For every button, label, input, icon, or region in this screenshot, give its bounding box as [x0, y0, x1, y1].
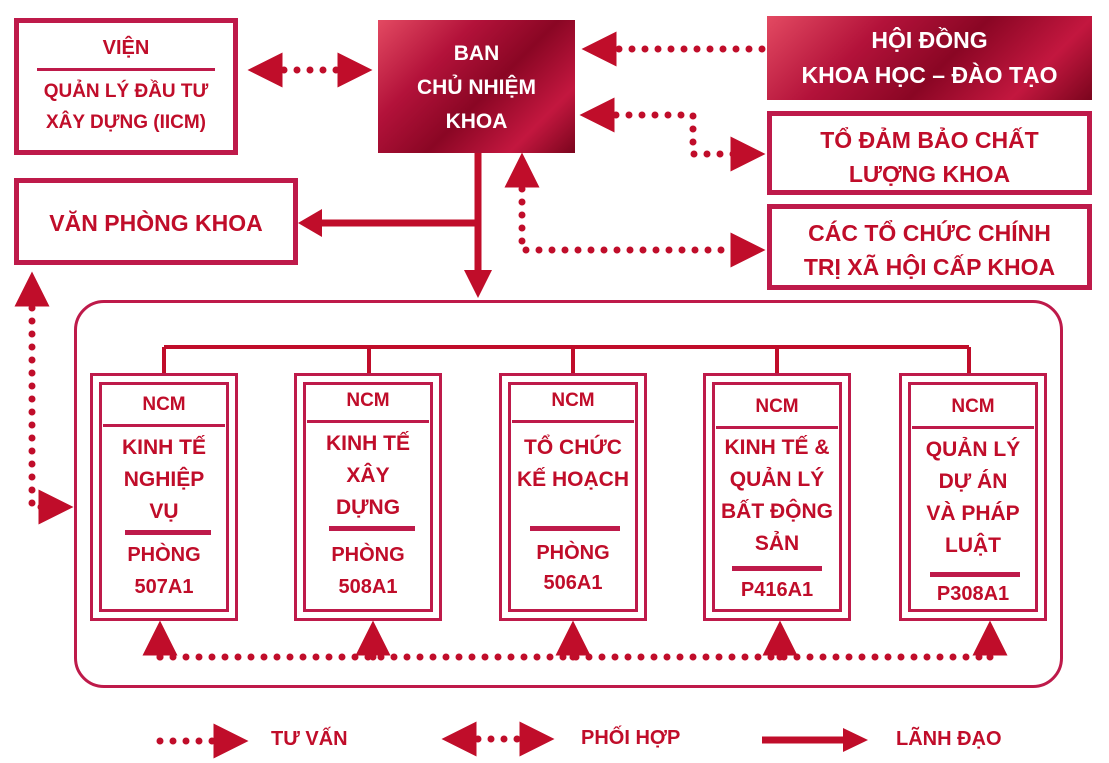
ncm-label: NCM: [551, 390, 595, 411]
ncm-name-line: XÂY: [346, 464, 390, 487]
ncm-name-line: LUẬT: [945, 534, 1001, 557]
ncm-name-line: BẤT ĐỘNG: [721, 500, 833, 523]
ncm-name-line: NGHIỆP: [123, 468, 205, 491]
ncm-box-3: NCM TỔ CHỨC KẾ HOẠCH PHÒNG 506A1: [499, 373, 647, 621]
hoidong-line2: KHOA HỌC – ĐÀO TẠO: [801, 62, 1058, 88]
hoidong-line1: HỘI ĐỒNG: [871, 27, 988, 53]
ncm-name-line: KINH TẾ: [326, 432, 410, 455]
legend-tuvan-label: TƯ VẤN: [271, 728, 348, 750]
ncm-room-divider: [329, 526, 415, 531]
ncm-label: NCM: [951, 396, 995, 417]
ncm-name-line: VÀ PHÁP: [926, 502, 1020, 525]
ncm-name-line: QUẢN LÝ: [729, 468, 825, 491]
ncm-name-line: QUẢN LÝ: [925, 438, 1021, 461]
ncm-room-line: 508A1: [338, 576, 398, 598]
ncm-box-5: NCM QUẢN LÝ DỰ ÁN VÀ PHÁP LUẬT P308A1: [899, 373, 1047, 621]
cactochuc-line2: TRỊ XÃ HỘI CẤP KHOA: [803, 254, 1056, 280]
ncm-room-line: PHÒNG: [331, 544, 405, 566]
ncm-name-line: SẢN: [754, 532, 800, 555]
todambao-line2: LƯỢNG KHOA: [848, 161, 1011, 187]
ncm-room-line: 506A1: [543, 572, 603, 594]
legend-lanhdao-arrowhead: [843, 728, 868, 752]
ncm-divider: [912, 426, 1034, 429]
ncm-room-line: P308A1: [936, 583, 1010, 605]
ban-line2: CHỦ NHIỆM: [417, 76, 536, 99]
ncm-room-line: P416A1: [740, 579, 814, 601]
legend-lanhdao-label: LÃNH ĐẠO: [896, 728, 1002, 750]
ncm-name-line: DỰ ÁN: [938, 470, 1008, 493]
ban-vanphong-arrowhead: [298, 209, 322, 237]
ncm-label: NCM: [346, 390, 390, 411]
ncm-divider: [307, 420, 429, 423]
vien-box: VIỆN QUẢN LÝ ĐẦU TƯ XÂY DỰNG (IICM): [14, 18, 238, 155]
hoi-dong-box: HỘI ĐỒNG KHOA HỌC – ĐÀO TẠO: [767, 16, 1092, 100]
ncm-room-line: PHÒNG: [536, 542, 610, 564]
vien-title: VIỆN: [102, 37, 150, 59]
ncm-label: NCM: [755, 396, 799, 417]
vien-divider: [37, 68, 215, 71]
ncm-room-line: PHÒNG: [127, 544, 201, 566]
vien-line1: QUẢN LÝ ĐẦU TƯ: [43, 81, 209, 102]
ncm-box-1: NCM KINH TẾ NGHIỆP VỤ PHÒNG 507A1: [90, 373, 238, 621]
cactochuc-line1: CÁC TỔ CHỨC CHÍNH: [808, 220, 1051, 246]
ncm-box-4: NCM KINH TẾ & QUẢN LÝ BẤT ĐỘNG SẢN P416A…: [703, 373, 851, 621]
legend-phoihop-label: PHỐI HỢP: [581, 727, 681, 749]
ncm-group-container: [74, 300, 1063, 688]
vanphong-container-dotted-arrow: [14, 271, 74, 525]
ncm-name-line: TỔ CHỨC: [524, 436, 622, 459]
ncm-divider: [512, 420, 634, 423]
to-dam-bao-box: TỔ ĐẢM BẢO CHẤT LƯỢNG KHOA: [767, 111, 1092, 195]
ncm-name-line: KINH TẾ &: [724, 436, 830, 459]
ban-chu-nhiem-box: BAN CHỦ NHIỆM KHOA: [378, 20, 575, 153]
ncm-room-divider: [732, 566, 822, 571]
ncm-name-line: VỤ: [149, 500, 179, 523]
ncm-label: NCM: [142, 394, 186, 415]
ncm-divider: [103, 424, 225, 427]
vien-line2: XÂY DỰNG (IICM): [45, 112, 207, 133]
ncm-name-line: KINH TẾ: [122, 436, 206, 459]
ban-todambao-dotted-arrow: [579, 97, 766, 172]
ban-line1: BAN: [453, 42, 500, 65]
van-phong-khoa-box: VĂN PHÒNG KHOA: [14, 178, 298, 265]
ban-line3: KHOA: [445, 110, 508, 133]
ban-down-arrowhead: [464, 270, 492, 298]
ncm-name-line: DỰNG: [335, 496, 401, 519]
ncm-name-line: KẾ HOẠCH: [516, 468, 629, 491]
vanphong-label: VĂN PHÒNG KHOA: [49, 210, 263, 236]
ncm-room-line: 507A1: [134, 576, 194, 598]
ncm-room-divider: [530, 526, 620, 531]
cac-to-chuc-box: CÁC TỔ CHỨC CHÍNH TRỊ XÃ HỘI CẤP KHOA: [767, 204, 1092, 290]
todambao-line1: TỔ ĐẢM BẢO CHẤT: [820, 127, 1039, 153]
ncm-box-2: NCM KINH TẾ XÂY DỰNG PHÒNG 508A1: [294, 373, 442, 621]
ncm-divider: [716, 426, 838, 429]
ban-cactochuc-dotted-arrow: [504, 152, 766, 268]
ncm-room-divider: [930, 572, 1020, 577]
ncm-room-divider: [125, 530, 211, 535]
